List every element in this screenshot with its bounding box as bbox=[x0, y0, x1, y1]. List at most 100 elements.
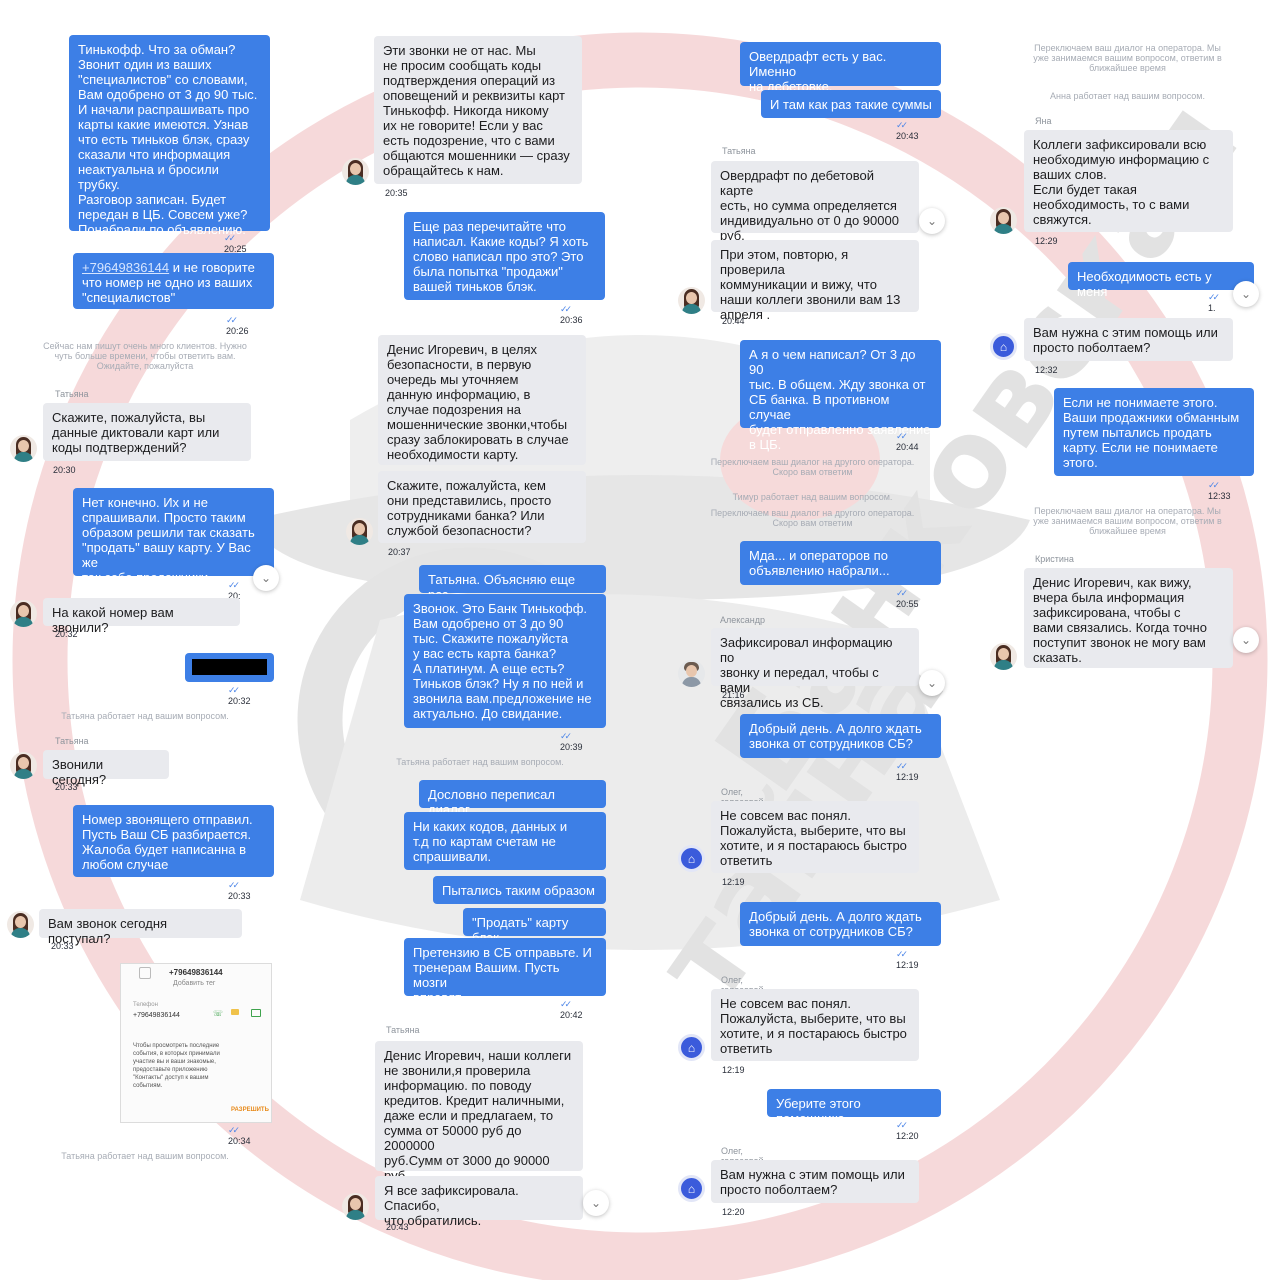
message-outgoing[interactable]: Татьяна. Объясняю еще раз. bbox=[419, 565, 606, 602]
message-incoming[interactable]: Денис Игоревич, наши коллеги не звонили,… bbox=[375, 1041, 583, 1198]
redacted-block bbox=[192, 659, 267, 675]
message-incoming[interactable]: Зафиксировал информацию по звонку и пере… bbox=[711, 628, 919, 710]
system-notice: Переключаем ваш диалог на оператора. Мы … bbox=[1033, 506, 1222, 536]
allow-button[interactable]: РАЗРЕШИТЬ bbox=[231, 1107, 269, 1113]
message-outgoing[interactable]: Тинькофф. Что за обман? Звонит один из в… bbox=[69, 35, 270, 237]
message-outgoing[interactable]: Уберите этого помощника. bbox=[767, 1089, 941, 1126]
scroll-down-button[interactable]: ⌄ bbox=[919, 208, 945, 234]
message-outgoing[interactable]: Необходимость есть у меня bbox=[1068, 262, 1254, 299]
message-incoming[interactable]: Вам нужна с этим помощь или просто побол… bbox=[1024, 318, 1233, 361]
message-time: ✓✓ 12:19 bbox=[896, 949, 919, 970]
message-time: ✓✓ 20:42 bbox=[560, 999, 583, 1020]
message-time: ✓✓ 20:44 bbox=[896, 431, 919, 452]
message-outgoing[interactable]: Номер звонящего отправил. Пусть Ваш СБ р… bbox=[73, 805, 274, 877]
message-outgoing[interactable]: Звонок. Это Банк Тинькофф. Вам одобрено … bbox=[404, 594, 606, 728]
message-outgoing[interactable]: Добрый день. А долго ждать звонка от сот… bbox=[740, 902, 941, 946]
home-icon: ⌂ bbox=[687, 1181, 696, 1196]
message-outgoing[interactable]: Нет конечно. Их и не спрашивали. Просто … bbox=[73, 488, 274, 585]
chevron-down-icon: ⌄ bbox=[590, 1196, 602, 1210]
home-icon: ⌂ bbox=[687, 851, 696, 866]
operator-avatar bbox=[7, 911, 34, 938]
contact-avatar-icon bbox=[139, 967, 151, 979]
message-outgoing[interactable]: Претензию в СБ отправьте. И тренерам Ваш… bbox=[404, 938, 606, 1005]
read-check-icon: ✓✓ bbox=[560, 731, 572, 741]
message-incoming[interactable]: Коллеги зафиксировали всю необходимую ин… bbox=[1024, 130, 1233, 232]
chevron-down-icon: ⌄ bbox=[260, 571, 272, 585]
message-incoming[interactable]: Денис Игоревич, в целях безопасности, в … bbox=[378, 335, 586, 465]
operator-avatar bbox=[990, 207, 1017, 234]
operator-name: Татьяна bbox=[55, 736, 89, 746]
message-time: 12:20 bbox=[722, 1207, 745, 1217]
bot-avatar: ⌂ bbox=[678, 1175, 705, 1202]
message-outgoing[interactable]: Овердрафт есть у вас. Именно на дебетовк… bbox=[740, 42, 941, 94]
phone-field-label: Телефон bbox=[133, 1002, 158, 1008]
read-check-icon: ✓✓ bbox=[896, 949, 908, 959]
message-icon bbox=[231, 1009, 239, 1015]
contact-screenshot-image[interactable]: +79649836144 Добавить тег Телефон +79649… bbox=[120, 963, 272, 1123]
message-outgoing[interactable]: +79649836144 и не говорите что номер не … bbox=[73, 253, 274, 309]
message-outgoing[interactable]: "Продать" карту блэк bbox=[463, 908, 606, 945]
message-incoming[interactable]: Скажите, пожалуйста, кем они представили… bbox=[378, 471, 586, 543]
message-outgoing[interactable]: Если не понимаете этого. Ваши продажники… bbox=[1054, 388, 1254, 476]
operator-name: Кристина bbox=[1035, 554, 1074, 564]
phone-field-value: +79649836144 bbox=[133, 1012, 180, 1019]
message-time: ✓✓ 20:32 bbox=[228, 685, 251, 706]
scroll-down-button[interactable]: ⌄ bbox=[919, 670, 945, 696]
message-incoming[interactable]: Скажите, пожалуйста, вы данные диктовали… bbox=[43, 403, 251, 461]
read-check-icon: ✓✓ bbox=[560, 999, 572, 1009]
scroll-down-button[interactable]: ⌄ bbox=[253, 565, 279, 591]
message-outgoing[interactable]: Ни каких кодов, данных и т.д по картам с… bbox=[404, 812, 606, 870]
operator-name: Александр bbox=[720, 615, 766, 625]
message-incoming[interactable]: Звонили сегодня? bbox=[43, 750, 169, 787]
message-time: ✓✓ 20:34 bbox=[228, 1125, 251, 1146]
message-outgoing[interactable]: Еще раз перечитайте что написал. Какие к… bbox=[404, 212, 605, 300]
read-check-icon: ✓✓ bbox=[228, 1125, 240, 1135]
message-time: ✓✓ 20:26 bbox=[226, 315, 249, 336]
message-incoming[interactable]: Денис Игоревич, как вижу, вчера была инф… bbox=[1024, 568, 1233, 668]
system-notice: Переключаем ваш диалог на оператора. Мы … bbox=[1033, 43, 1222, 73]
read-check-icon: ✓✓ bbox=[896, 120, 908, 130]
message-incoming[interactable]: Не совсем вас понял. Пожалуйста, выберит… bbox=[711, 989, 919, 1061]
message-incoming[interactable]: Я все зафиксировала. Спасибо, что обрати… bbox=[375, 1176, 583, 1228]
read-check-icon: ✓✓ bbox=[228, 685, 240, 695]
scroll-down-button[interactable]: ⌄ bbox=[1233, 281, 1259, 307]
read-check-icon: ✓✓ bbox=[1208, 480, 1220, 490]
message-outgoing[interactable]: Дословно переписал диалог bbox=[419, 780, 606, 817]
scroll-down-button[interactable]: ⌄ bbox=[1233, 627, 1259, 653]
operator-avatar bbox=[346, 518, 373, 545]
message-time: 20:44 bbox=[722, 316, 745, 326]
message-incoming[interactable]: Эти звонки не от нас. Мы не просим сообщ… bbox=[374, 36, 582, 184]
operator-avatar bbox=[678, 660, 705, 687]
bot-avatar: ⌂ bbox=[678, 1034, 705, 1061]
message-incoming[interactable]: Вам звонок сегодня поступал? bbox=[39, 909, 242, 946]
chevron-down-icon: ⌄ bbox=[1240, 633, 1252, 647]
phone-link[interactable]: +79649836144 bbox=[82, 260, 170, 275]
read-check-icon: ✓✓ bbox=[896, 761, 908, 771]
operator-name: Татьяна bbox=[55, 389, 89, 399]
scroll-down-button[interactable]: ⌄ bbox=[583, 1190, 609, 1216]
message-time: 12:29 bbox=[1035, 236, 1058, 246]
message-time: ✓✓ 12:19 bbox=[896, 761, 919, 782]
message-incoming[interactable]: Овердрафт по дебетовой карте есть, но су… bbox=[711, 161, 919, 243]
message-incoming[interactable]: Не совсем вас понял. Пожалуйста, выберит… bbox=[711, 801, 919, 873]
message-incoming[interactable]: На какой номер вам звонили? bbox=[43, 598, 240, 635]
operator-avatar bbox=[678, 287, 705, 314]
message-time: 20:37 bbox=[388, 547, 411, 557]
message-time: 20:30 bbox=[53, 465, 76, 475]
bot-avatar: ⌂ bbox=[990, 333, 1017, 360]
message-outgoing[interactable]: Добрый день. А долго ждать звонка от сот… bbox=[740, 714, 941, 758]
message-outgoing[interactable]: Пытались таким образом bbox=[433, 876, 606, 904]
message-time: ✓✓ 20:25 bbox=[224, 233, 247, 254]
message-outgoing[interactable]: И там как раз такие суммы bbox=[761, 90, 941, 118]
message-outgoing[interactable]: Мда... и операторов по объявлению набрал… bbox=[740, 541, 941, 585]
message-time: 21:16 bbox=[722, 690, 745, 700]
operator-avatar bbox=[10, 752, 37, 779]
read-check-icon: ✓✓ bbox=[228, 880, 240, 890]
message-time: ✓✓ 20:33 bbox=[228, 880, 251, 901]
message-outgoing[interactable]: А я о чем написал? От 3 до 90 тыс. В общ… bbox=[740, 340, 941, 452]
message-incoming[interactable]: Вам нужна с этим помощь или просто побол… bbox=[711, 1160, 919, 1203]
message-outgoing-redacted[interactable] bbox=[185, 653, 274, 682]
message-time: 20:35 bbox=[385, 188, 408, 198]
operator-avatar bbox=[990, 643, 1017, 670]
message-incoming[interactable]: При этом, повторю, я проверила коммуника… bbox=[711, 240, 919, 322]
